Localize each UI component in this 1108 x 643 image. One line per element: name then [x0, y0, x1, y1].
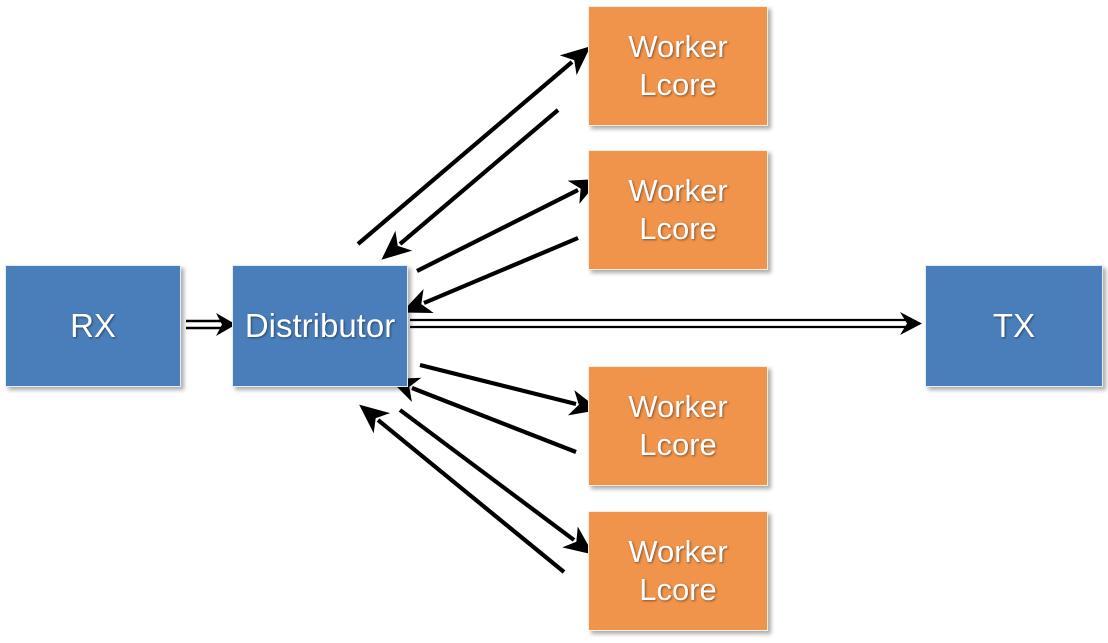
- node-rx[interactable]: RX: [5, 265, 181, 387]
- node-worker-lcore-4-line2: Lcore: [639, 572, 717, 607]
- node-worker-lcore-3-line1: Worker: [628, 389, 728, 425]
- arrow-rx-to-distributor: [186, 313, 236, 336]
- arrow-worker-2-to-distributor: [401, 236, 579, 314]
- arrow-worker-4-to-distributor: [359, 404, 566, 574]
- node-worker-lcore-1[interactable]: Worker Lcore: [588, 6, 768, 126]
- node-worker-lcore-2-line2: Lcore: [639, 211, 717, 246]
- node-worker-lcore-2[interactable]: Worker Lcore: [588, 150, 768, 270]
- arrow-distributor-to-worker-3: [419, 362, 600, 416]
- arrow-distributor-to-worker-1: [356, 46, 591, 246]
- arrow-distributor-to-tx: [410, 312, 922, 335]
- node-distributor[interactable]: Distributor: [232, 265, 408, 387]
- node-worker-lcore-4-line1: Worker: [628, 534, 728, 570]
- node-worker-lcore-2-line1: Worker: [628, 173, 728, 209]
- arrow-distributor-to-worker-4: [398, 408, 594, 555]
- arrow-worker-1-to-distributor: [381, 108, 560, 260]
- node-tx[interactable]: TX: [925, 265, 1103, 387]
- arrow-distributor-to-worker-2: [416, 179, 600, 273]
- arrow-worker-3-to-distributor: [389, 377, 577, 454]
- node-worker-lcore-3[interactable]: Worker Lcore: [588, 366, 768, 486]
- node-tx-label: TX: [992, 306, 1036, 344]
- node-worker-lcore-4[interactable]: Worker Lcore: [588, 511, 768, 631]
- node-distributor-label: Distributor: [244, 306, 396, 344]
- node-worker-lcore-1-line1: Worker: [628, 29, 728, 65]
- node-rx-label: RX: [70, 306, 116, 344]
- node-worker-lcore-3-line2: Lcore: [639, 427, 717, 462]
- node-worker-lcore-1-line2: Lcore: [639, 67, 717, 102]
